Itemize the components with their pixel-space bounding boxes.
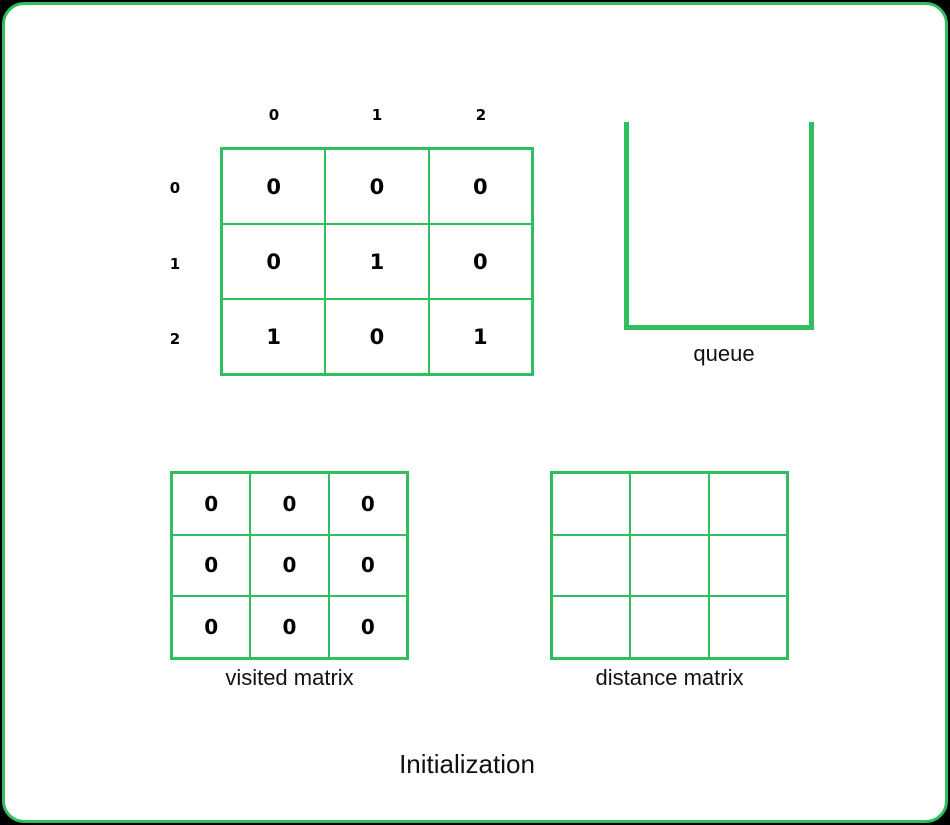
grid-cell-2-1: 0 (325, 299, 429, 374)
distance-cell-2-1 (630, 596, 709, 658)
visited-cell-1-2: 0 (328, 534, 407, 597)
input-grid: 0 0 0 0 1 0 1 0 1 (220, 147, 534, 376)
col-index-0: 0 (268, 106, 280, 124)
visited-cell-1-1: 0 (250, 534, 329, 597)
visited-cell-2-0: 0 (172, 596, 251, 658)
visited-cell-0-1: 0 (250, 473, 329, 535)
grid-cell-1-2: 0 (428, 224, 532, 299)
visited-cell-0-2: 0 (328, 473, 407, 535)
diagram-title: Initialization (399, 749, 535, 779)
distance-cell-2-2 (708, 596, 787, 658)
distance-matrix (550, 471, 789, 660)
distance-cell-1-0 (552, 534, 631, 597)
visited-cell-2-2: 0 (328, 596, 407, 658)
grid-cell-0-2: 0 (428, 149, 532, 224)
distance-cell-0-1 (630, 473, 709, 535)
queue-container (624, 122, 814, 330)
visited-matrix-label: visited matrix (225, 665, 354, 690)
col-index-1: 1 (371, 106, 383, 124)
distance-cell-0-0 (552, 473, 631, 535)
distance-cell-0-2 (708, 473, 787, 535)
visited-cell-0-0: 0 (172, 473, 251, 535)
visited-cell-2-1: 0 (250, 596, 329, 658)
grid-cell-2-0: 1 (222, 299, 326, 374)
grid-cell-0-1: 0 (325, 149, 429, 224)
grid-cell-0-0: 0 (222, 149, 326, 224)
row-index-1: 1 (169, 255, 181, 273)
grid-cell-1-0: 0 (222, 224, 326, 299)
distance-cell-2-0 (552, 596, 631, 658)
queue-label: queue (693, 341, 755, 366)
col-index-2: 2 (475, 106, 487, 124)
visited-cell-1-0: 0 (172, 534, 251, 597)
distance-matrix-label: distance matrix (595, 665, 744, 690)
row-index-2: 2 (169, 330, 181, 348)
grid-cell-1-1: 1 (325, 224, 429, 299)
row-index-0: 0 (169, 179, 181, 197)
visited-matrix: 0 0 0 0 0 0 0 0 0 (170, 471, 409, 660)
grid-cell-2-2: 1 (428, 299, 532, 374)
distance-cell-1-1 (630, 534, 709, 597)
distance-cell-1-2 (708, 534, 787, 597)
